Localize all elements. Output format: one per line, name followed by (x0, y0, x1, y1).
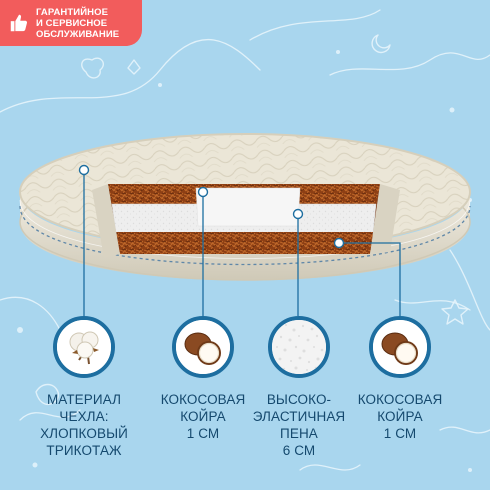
feature-label-line: КОКОСОВАЯ (160, 392, 246, 407)
guarantee-line-2: И СЕРВИСНОЕ (36, 17, 108, 29)
feature-label-line: КОЙРА (377, 409, 423, 424)
feature-label-line: 1 СМ (383, 426, 417, 441)
thumbs-up-icon (10, 14, 28, 32)
guarantee-line-1: ГАРАНТИЙНОЕ (36, 6, 109, 18)
guarantee-text: ГАРАНТИЙНОЕ И СЕРВИСНОЕ ОБСЛУЖИВАНИЕ (36, 7, 119, 40)
feature-label-line: МАТЕРИАЛ ЧЕХЛА: (46, 392, 122, 424)
feature-label: ВЫСОКО- ЭЛАСТИЧНАЯ ПЕНА 6 СМ (253, 391, 346, 459)
coconut-icon (176, 320, 230, 374)
feature-elastic-foam: ВЫСОКО- ЭЛАСТИЧНАЯ ПЕНА 6 СМ (239, 316, 359, 459)
feature-label-line: 6 СМ (282, 443, 316, 458)
feature-label-line: 1 СМ (186, 426, 220, 441)
feature-cover-material: МАТЕРИАЛ ЧЕХЛА: ХЛОПКОВЫЙ ТРИКОТАЖ (24, 316, 144, 459)
feature-label-line: ЭЛАСТИЧНАЯ (252, 409, 346, 424)
feature-icon-circle (369, 316, 431, 378)
feature-coconut-coir-bottom: КОКОСОВАЯ КОЙРА 1 СМ (340, 316, 460, 442)
guarantee-line-3: ОБСЛУЖИВАНИЕ (36, 28, 120, 40)
feature-label-line: ХЛОПКОВЫЙ (40, 426, 128, 441)
feature-label-line: ТРИКОТАЖ (46, 443, 122, 458)
feature-icon-circle (172, 316, 234, 378)
cotton-icon (57, 320, 111, 374)
feature-label-line: ВЫСОКО- (266, 392, 332, 407)
feature-label-line: КОКОСОВАЯ (357, 392, 443, 407)
feature-coconut-coir-top: КОКОСОВАЯ КОЙРА 1 СМ (143, 316, 263, 442)
feature-label-line: КОЙРА (180, 409, 226, 424)
foam-texture-icon (272, 320, 326, 374)
coconut-icon (373, 320, 427, 374)
feature-icon-circle (53, 316, 115, 378)
feature-label-line: ПЕНА (280, 426, 318, 441)
feature-icon-circle (268, 316, 330, 378)
feature-label: КОКОСОВАЯ КОЙРА 1 СМ (358, 391, 443, 442)
mattress-cutaway (92, 184, 400, 258)
feature-label: МАТЕРИАЛ ЧЕХЛА: ХЛОПКОВЫЙ ТРИКОТАЖ (24, 391, 144, 459)
guarantee-badge: ГАРАНТИЙНОЕ И СЕРВИСНОЕ ОБСЛУЖИВАНИЕ (0, 0, 142, 46)
feature-label: КОКОСОВАЯ КОЙРА 1 СМ (161, 391, 246, 442)
